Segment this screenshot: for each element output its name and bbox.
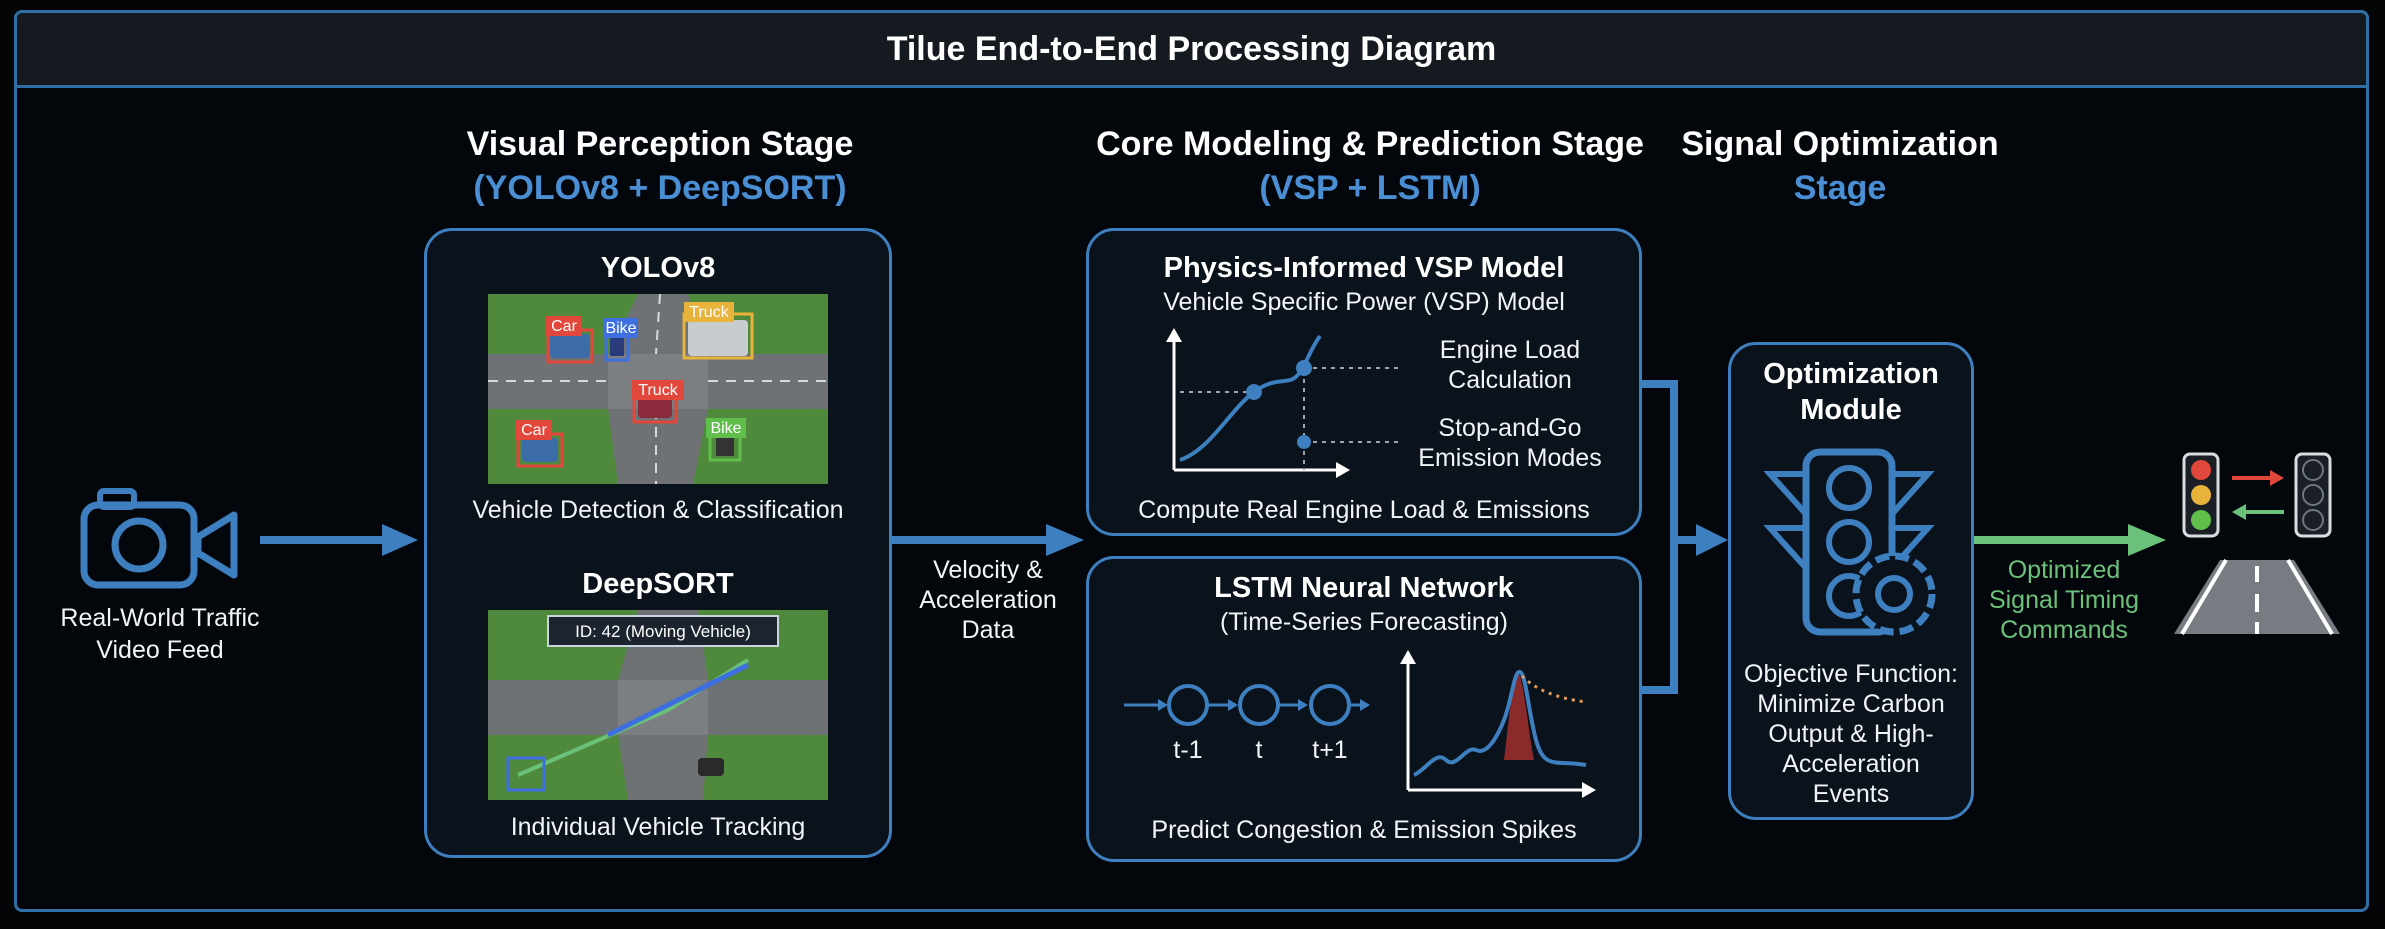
yolo-caption: Vehicle Detection & Classification — [472, 496, 844, 524]
lstm-title: LSTM Neural Network — [1214, 572, 1514, 604]
vsp-caption: Compute Real Engine Load & Emissions — [1138, 496, 1590, 524]
objective-line5: Events — [1812, 780, 1890, 808]
lstm-model-box — [1086, 556, 1642, 862]
edge-velocity-line1: Velocity & — [933, 556, 1043, 584]
modeling-stage-heading: Core Modeling & Prediction Stage (VSP + … — [1080, 122, 1660, 210]
deepsort-caption: Individual Vehicle Tracking — [510, 813, 806, 841]
yolo-label-truck-1: Truck — [689, 304, 729, 321]
optimizer-title-line1: Optimization — [1763, 358, 1939, 390]
edge-output-line3: Commands — [2000, 616, 2128, 644]
edge-velocity-line2: Acceleration — [919, 586, 1057, 614]
traffic-light-gear-icon — [1763, 448, 1936, 636]
lstm-forecast-plot — [1400, 650, 1596, 798]
video-camera-icon — [80, 488, 238, 589]
lstm-step-t-minus-1: t-1 — [1173, 736, 1203, 764]
lstm-caption: Predict Congestion & Emission Spikes — [1151, 816, 1577, 844]
objective-line1: Objective Function: — [1744, 660, 1958, 688]
vsp-curve-plot — [1166, 328, 1400, 478]
optimizer-title-line2: Module — [1800, 394, 1902, 426]
vsp-annot1-line2: Calculation — [1448, 366, 1572, 394]
deepsort-track-label: ID: 42 (Moving Vehicle) — [575, 622, 751, 641]
lstm-unrolled-sequence — [1124, 684, 1370, 726]
vsp-model-box — [1086, 228, 1642, 536]
edge-output-line1: Optimized — [2007, 556, 2121, 584]
modeling-stage-title: Core Modeling & Prediction Stage — [1096, 125, 1644, 163]
input-label-line2: Video Feed — [96, 636, 224, 664]
input-label-line1: Real-World Traffic — [60, 604, 260, 632]
vsp-annot2-line2: Emission Modes — [1418, 444, 1602, 472]
title-bar: Tilue End-to-End Processing Diagram — [14, 10, 2369, 88]
perception-stage-heading: Visual Perception Stage (YOLOv8 + DeepSO… — [420, 122, 900, 210]
yolo-label-bike-2: Bike — [710, 420, 741, 437]
edge-velocity-line3: Data — [961, 616, 1015, 644]
edge-output-line2: Signal Timing — [1988, 586, 2140, 614]
perception-stage-subtitle: (YOLOv8 + DeepSORT) — [473, 169, 847, 207]
vsp-title: Physics-Informed VSP Model — [1163, 252, 1565, 284]
optimization-stage-title: Signal Optimization — [1681, 125, 1999, 163]
yolo-label-bike-1: Bike — [605, 320, 636, 337]
yolo-label-layer: Car Bike Truck Truck Car Bike — [516, 302, 746, 440]
lstm-subtitle: (Time-Series Forecasting) — [1219, 608, 1509, 636]
merge-connector — [1640, 380, 1728, 694]
lstm-step-t-plus-1: t+1 — [1312, 736, 1348, 764]
yolo-label-car-2: Car — [521, 422, 547, 439]
signal-output-icon — [2174, 452, 2340, 636]
deepsort-title: DeepSORT — [582, 568, 734, 600]
optimization-stage-heading: Signal Optimization Stage — [1660, 122, 2020, 210]
objective-line3: Output & High- — [1768, 720, 1934, 748]
vsp-subtitle: Vehicle Specific Power (VSP) Model — [1163, 288, 1565, 316]
diagram-title: Tilue End-to-End Processing Diagram — [886, 29, 1497, 68]
arrow-optimizer-to-output — [1974, 524, 2166, 556]
deepsort-tracking-image: ID: 42 (Moving Vehicle) — [488, 610, 828, 800]
arrow-perception-to-modeling — [892, 524, 1084, 556]
lstm-step-t: t — [1255, 736, 1263, 764]
modeling-stage-subtitle: (VSP + LSTM) — [1259, 169, 1481, 207]
arrow-input-to-perception — [260, 524, 418, 556]
optimization-stage-subtitle: Stage — [1793, 169, 1887, 207]
objective-line2: Minimize Carbon — [1757, 690, 1945, 718]
vsp-annot2-line1: Stop-and-Go — [1438, 414, 1582, 442]
vsp-annot1-line1: Engine Load — [1439, 336, 1581, 364]
objective-line4: Acceleration — [1782, 750, 1920, 778]
yolo-title: YOLOv8 — [600, 252, 716, 284]
yolo-label-car-1: Car — [551, 318, 577, 335]
yolo-label-truck-2: Truck — [638, 382, 678, 399]
perception-stage-title: Visual Perception Stage — [466, 125, 854, 163]
